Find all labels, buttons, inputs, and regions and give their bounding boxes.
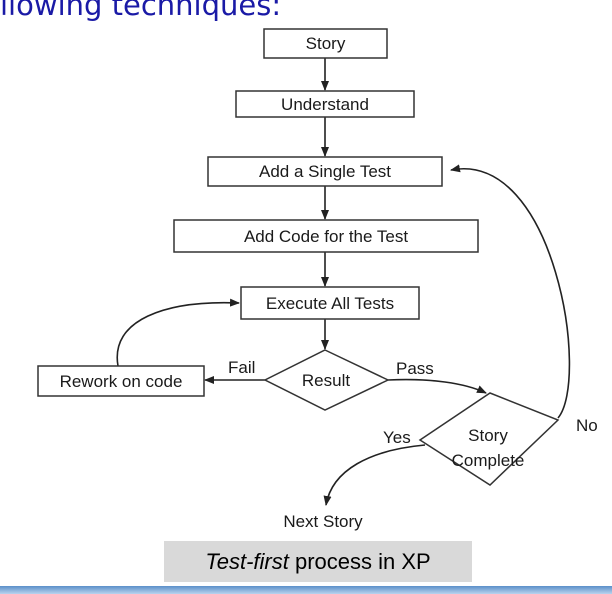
node-story-complete-decision: Story Complete [418, 392, 560, 486]
node-add-single-test: Add a Single Test [207, 156, 443, 187]
node-execute-all-tests: Execute All Tests [240, 286, 420, 320]
edge-label-pass: Pass [396, 359, 434, 378]
caption-rest: process in XP [288, 548, 431, 574]
edge-label-no: No [576, 416, 598, 435]
node-understand-label: Understand [281, 95, 369, 114]
node-execute-all-tests-label: Execute All Tests [266, 294, 394, 313]
node-result-decision: Result [263, 349, 390, 411]
node-add-code: Add Code for the Test [173, 219, 479, 253]
node-story: Story [263, 28, 388, 59]
edge-story-complete-add-test [450, 164, 571, 419]
node-rework-label: Rework on code [60, 372, 183, 391]
node-story-complete-label-line1: Story [468, 426, 508, 445]
bottom-divider [0, 586, 612, 594]
node-story-label: Story [306, 34, 346, 53]
slide-heading-fragment: llowing techniques: [0, 0, 282, 22]
edge-label-yes: Yes [383, 428, 411, 447]
caption-emphasis: Test-first [205, 548, 289, 574]
node-next-story-label: Next Story [283, 512, 363, 531]
edge-rework-execute [116, 298, 240, 367]
node-add-code-label: Add Code for the Test [244, 227, 408, 246]
node-understand: Understand [235, 90, 415, 118]
edge-label-fail: Fail [228, 358, 255, 377]
edge-story-complete-next-story [323, 444, 426, 506]
node-add-single-test-label: Add a Single Test [259, 162, 391, 181]
figure-caption: Test-first process in XP [164, 541, 472, 582]
edge-result-story-complete [387, 378, 487, 394]
node-story-complete-label-line2: Complete [452, 451, 525, 470]
node-rework: Rework on code [37, 365, 205, 397]
node-result-label: Result [302, 371, 350, 390]
